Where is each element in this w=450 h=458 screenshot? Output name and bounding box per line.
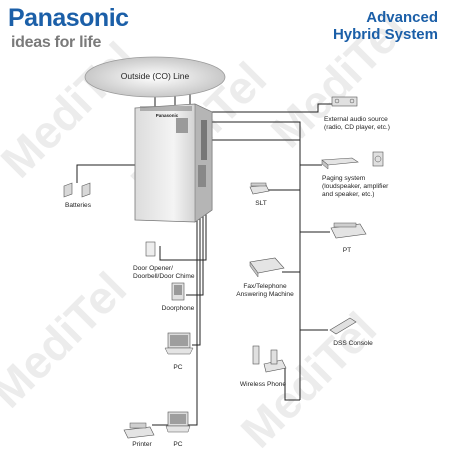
pbx-unit-icon: [134, 103, 213, 223]
dss-label: DSS Console: [333, 340, 373, 347]
title-line-2: Hybrid System: [332, 26, 438, 43]
laptop-icon: [164, 332, 194, 355]
pc2-label: PC: [173, 441, 182, 448]
stereo-icon: [331, 96, 358, 107]
printer-label: Printer: [132, 441, 152, 448]
fax-label-1: Fax/Telephone: [243, 283, 287, 290]
batteries-label: Batteries: [65, 202, 92, 209]
paging-label-2: (loudspeaker, amplifier: [322, 183, 389, 190]
paging-label-3: and speaker, etc.): [322, 191, 374, 198]
tablet-icon: [171, 282, 185, 301]
pt-label: PT: [343, 247, 351, 254]
keypad-icon: [329, 317, 357, 335]
cloud-label: Outside (CO) Line: [121, 71, 190, 81]
external-audio-label-1: External audio source: [324, 116, 388, 123]
cordless-phone-icon: [252, 345, 287, 373]
door-opener-icon: [145, 241, 156, 257]
panasonic-logo: Panasonic: [8, 4, 129, 32]
amplifier-icon: [321, 157, 359, 170]
doorphone-label: Doorphone: [162, 305, 195, 312]
phone-icon: [249, 182, 270, 195]
phone-icon: [330, 222, 367, 239]
external-audio-label-2: (radio, CD player, etc.): [324, 124, 390, 131]
printer-icon: [123, 422, 155, 439]
speaker-icon: [372, 151, 384, 167]
wireless-label: Wireless Phone: [240, 381, 287, 388]
paging-label-1: Paging system: [322, 175, 366, 182]
door-label-2: Doorbell/Door Chime: [133, 273, 195, 280]
fax-icon: [249, 257, 285, 278]
tagline: ideas for life: [11, 34, 102, 51]
cloud-icon: [84, 56, 226, 98]
laptop-icon: [165, 411, 191, 433]
slt-label: SLT: [255, 200, 267, 207]
title-line-1: Advanced: [366, 9, 438, 26]
door-label-1: Door Opener/: [133, 265, 173, 272]
pc-label: PC: [173, 364, 182, 371]
fax-label-2: Answering Machine: [236, 291, 294, 298]
pbx-brand: Panasonic: [156, 113, 179, 118]
battery-icon: [63, 182, 91, 198]
connection-lines: [76, 90, 332, 426]
